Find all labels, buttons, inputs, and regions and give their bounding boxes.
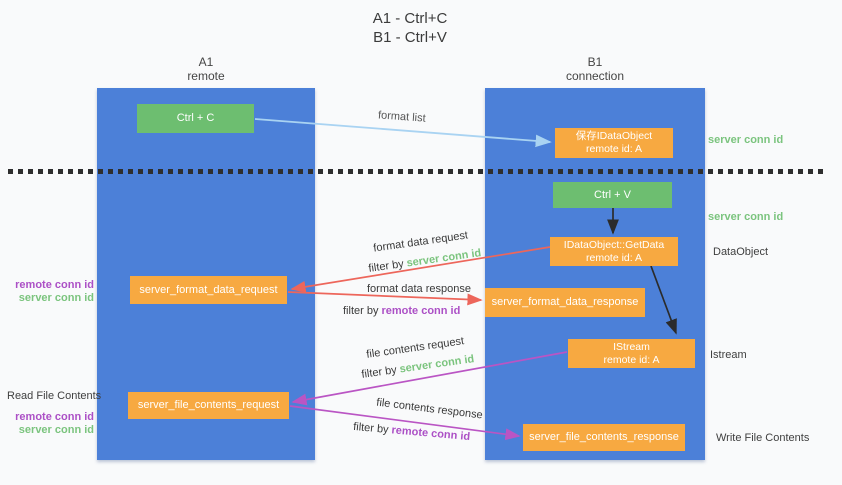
- server-file-contents-request-node: server_file_contents_request: [128, 392, 289, 419]
- remote-conn-id-annotation-left-bottom: remote conn id: [15, 411, 94, 423]
- lane-header-a1: A1 remote: [97, 55, 315, 83]
- server-format-data-response-node: server_format_data_response: [485, 288, 645, 317]
- ctrl-c-node: Ctrl + C: [137, 104, 254, 133]
- istream-node: IStream remote id: A: [568, 339, 695, 368]
- lane-b1-role: connection: [565, 69, 625, 83]
- format-data-request-arrow: [290, 246, 551, 293]
- lane-b1-name: B1: [587, 55, 603, 69]
- ctrl-v-node: Ctrl + V: [553, 182, 672, 208]
- server-format-data-request-label: server_format_data_request: [139, 283, 278, 296]
- session-divider-dotted-line: [8, 169, 824, 174]
- title-line-1: A1 - Ctrl+C: [372, 10, 448, 27]
- dataobject-annotation: DataObject: [713, 246, 769, 258]
- server-format-data-request-node: server_format_data_request: [130, 276, 287, 304]
- server-file-contents-response-label: server_file_contents_response: [529, 431, 679, 443]
- save-idataobject-node: 保存IDataObject remote id: A: [555, 128, 673, 158]
- istream-line2: remote id: A: [603, 353, 660, 366]
- ctrl-v-label: Ctrl + V: [594, 188, 631, 201]
- write-file-contents-annotation: Write File Contents: [716, 432, 810, 444]
- getdata-line2: remote id: A: [585, 251, 643, 264]
- lane-header-b1: B1 connection: [485, 55, 705, 83]
- read-file-contents-annotation: Read File Contents: [7, 390, 102, 402]
- title-line-2: B1 - Ctrl+V: [373, 29, 447, 46]
- file-contents-request-arrow: [291, 351, 568, 406]
- save-idataobject-line1: 保存IDataObject: [575, 130, 653, 142]
- server-conn-id-annotation-left-top: server conn id: [18, 292, 94, 304]
- idataobject-getdata-node: IDataObject::GetData remote id: A: [550, 237, 678, 266]
- filter-value-2: remote conn id: [381, 305, 461, 317]
- diagram-title: A1 - Ctrl+C B1 - Ctrl+V: [0, 9, 820, 47]
- format-data-response-arrow: [287, 291, 483, 306]
- lane-a1-name: A1: [198, 55, 214, 69]
- server-format-data-response-label: server_format_data_response: [491, 296, 639, 308]
- save-idataobject-line2: remote id: A: [585, 143, 643, 155]
- format-list-arrow: [254, 118, 552, 148]
- server-conn-id-annotation-mid: server conn id: [708, 211, 784, 223]
- istream-annotation: Istream: [710, 349, 747, 361]
- server-conn-id-annotation-left-bottom: server conn id: [18, 424, 94, 436]
- getdata-to-istream-arrow: [650, 265, 677, 335]
- istream-line1: IStream: [613, 340, 650, 353]
- ctrl-c-label: Ctrl + C: [176, 112, 215, 124]
- remote-conn-id-annotation-left-top: remote conn id: [15, 279, 94, 291]
- server-conn-id-annotation-top: server conn id: [708, 134, 784, 146]
- lane-a1-role: remote: [187, 69, 225, 83]
- getdata-line1: IDataObject::GetData: [563, 238, 665, 251]
- format-data-response-label: format data response: [367, 283, 471, 295]
- server-file-contents-request-label: server_file_contents_request: [137, 399, 280, 411]
- filter-by-text-2: filter by: [343, 305, 379, 317]
- file-contents-response-arrow: [289, 405, 521, 441]
- server-file-contents-response-node: server_file_contents_response: [523, 424, 685, 451]
